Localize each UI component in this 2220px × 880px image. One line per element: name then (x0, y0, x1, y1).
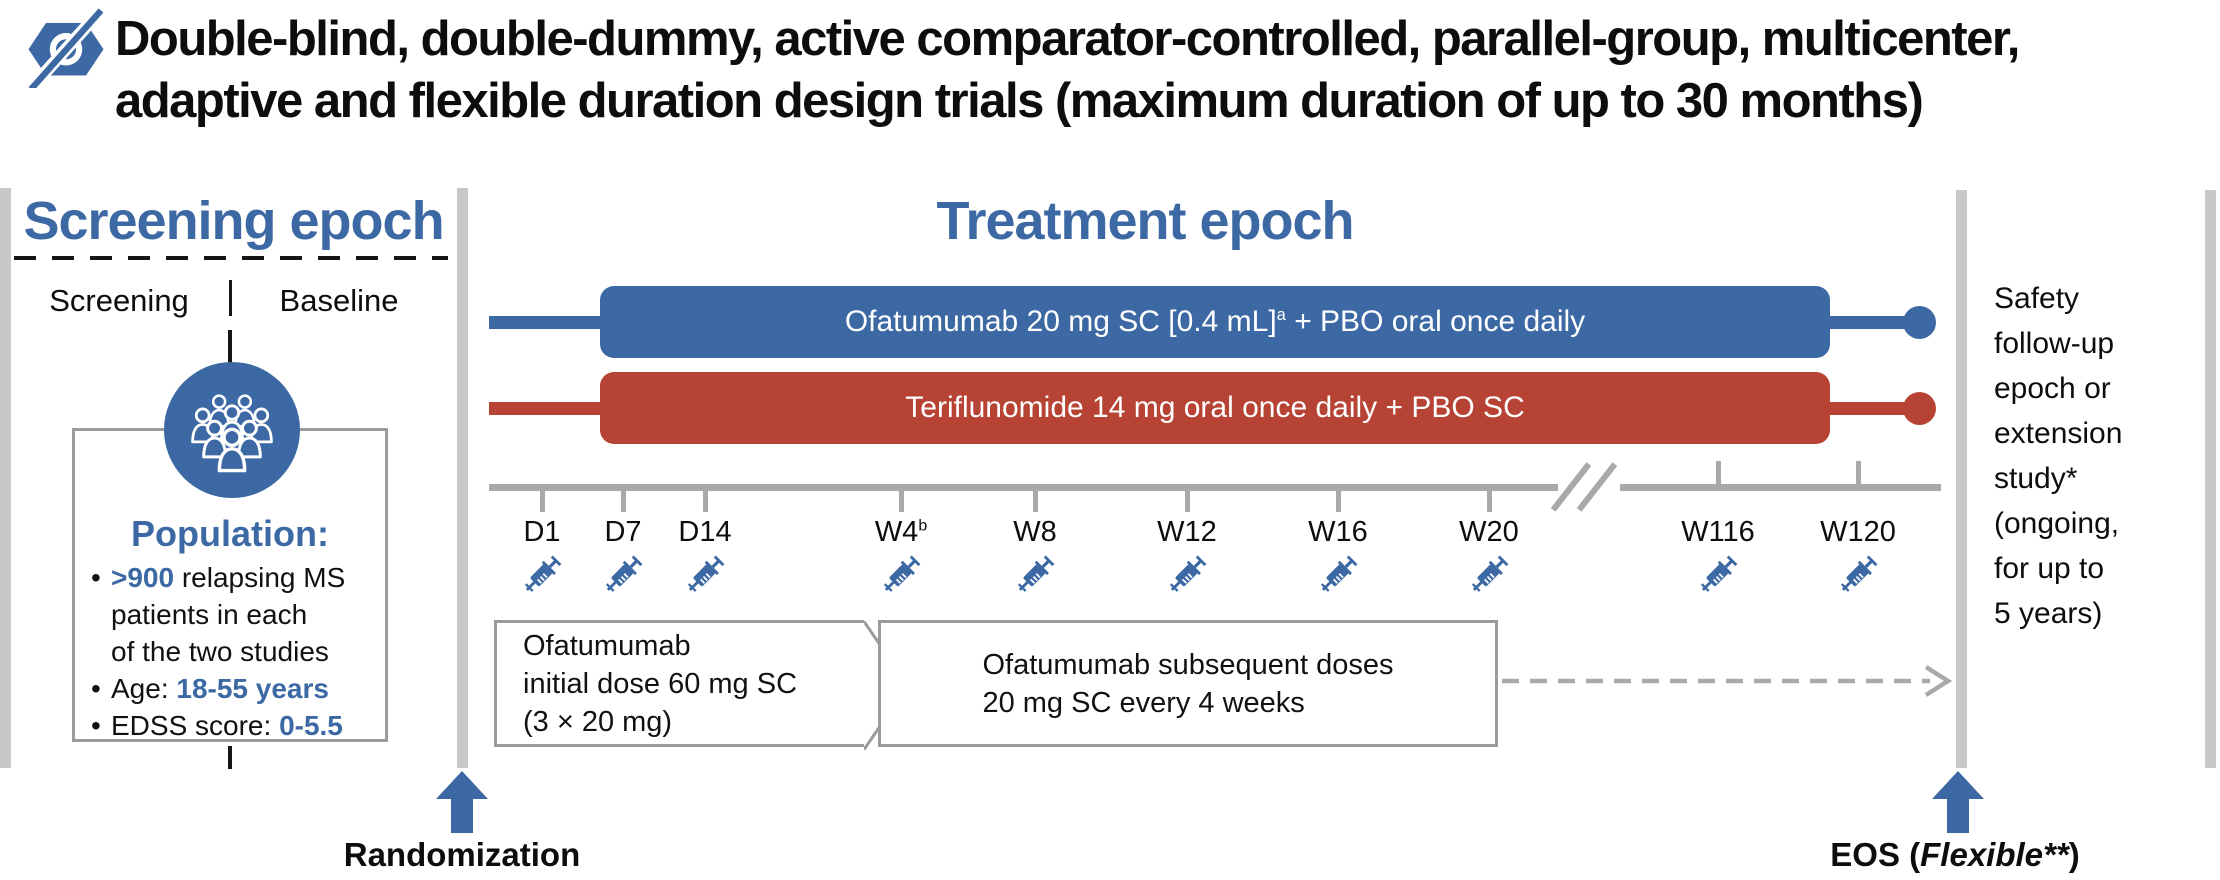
connector-line-bottom (228, 746, 232, 769)
randomization-arrow-icon (436, 771, 488, 833)
continuation-dashed-arrow (1502, 665, 1953, 697)
arm1-endpoint-circle (1903, 306, 1936, 339)
screening-phase-label: Screening (49, 283, 189, 318)
age-range-value: 18-55 years (176, 673, 329, 704)
eos-label: EOS (Flexible**) (1830, 836, 2080, 873)
subsequent-dose-box: Ofatumumab subsequent doses 20 mg SC eve… (878, 620, 1498, 747)
syringe-icon (1165, 553, 1209, 597)
epoch-divider-eos (1956, 190, 1967, 768)
screening-epoch-heading: Screening epoch (23, 191, 444, 251)
epoch-divider-left (0, 188, 11, 768)
people-group-icon (191, 394, 273, 473)
syringe-icon (520, 553, 564, 597)
arm2-endpoint-circle (1903, 392, 1936, 425)
syringe-icon (1316, 553, 1360, 597)
epoch-divider-right (2205, 190, 2216, 768)
baseline-phase-label: Baseline (279, 283, 399, 318)
timeline-axis (489, 484, 1941, 491)
syringe-icon (1696, 553, 1740, 597)
syringe-icon (1836, 553, 1880, 597)
population-count-value: >900 (111, 562, 175, 593)
randomization-label: Randomization (343, 836, 581, 873)
treatment-epoch-heading: Treatment epoch (936, 191, 1354, 251)
arm2-left-stem (489, 402, 602, 415)
population-bullets: • >900 relapsing MS patients in each of … (75, 559, 385, 744)
syringe-icon (683, 553, 727, 597)
population-heading: Population: (131, 513, 329, 554)
edss-range-value: 0-5.5 (279, 710, 343, 741)
population-bullet-count: • >900 relapsing MS patients in each of … (91, 562, 346, 667)
eos-arrow-icon (1932, 771, 1984, 833)
safety-followup-text: Safety follow-up epoch or extension stud… (1994, 282, 2123, 630)
figure-title: Double-blind, double-dummy, active compa… (115, 12, 2020, 128)
initial-dose-box: Ofatumumab initial dose 60 mg SC (3 × 20… (494, 620, 864, 747)
syringe-icon (601, 553, 645, 597)
population-bullet-edss: • EDSS score: 0-5.5 (91, 710, 343, 741)
connector-line-top (228, 330, 232, 364)
arm1-ofatumumab-bar: Ofatumumab 20 mg SC [0.4 mL]a + PBO oral… (600, 286, 1830, 358)
epoch-divider-randomization (457, 188, 468, 768)
syringe-icon (1467, 553, 1511, 597)
screening-dashed-line (14, 256, 448, 260)
population-bullet-age: • Age: 18-55 years (91, 673, 329, 704)
arm1-right-stem (1828, 316, 1906, 329)
arm2-right-stem (1828, 402, 1906, 415)
population-circle (164, 362, 300, 498)
blinded-eye-icon (28, 8, 104, 88)
arm1-left-stem (489, 316, 602, 329)
eos-flexible-text: Flexible** (1920, 836, 2069, 873)
phase-divider-line (229, 280, 232, 316)
arm2-teriflunomide-bar: Teriflunomide 14 mg oral once daily + PB… (600, 372, 1830, 444)
syringe-icon (879, 553, 923, 597)
syringe-icon (1013, 553, 1057, 597)
